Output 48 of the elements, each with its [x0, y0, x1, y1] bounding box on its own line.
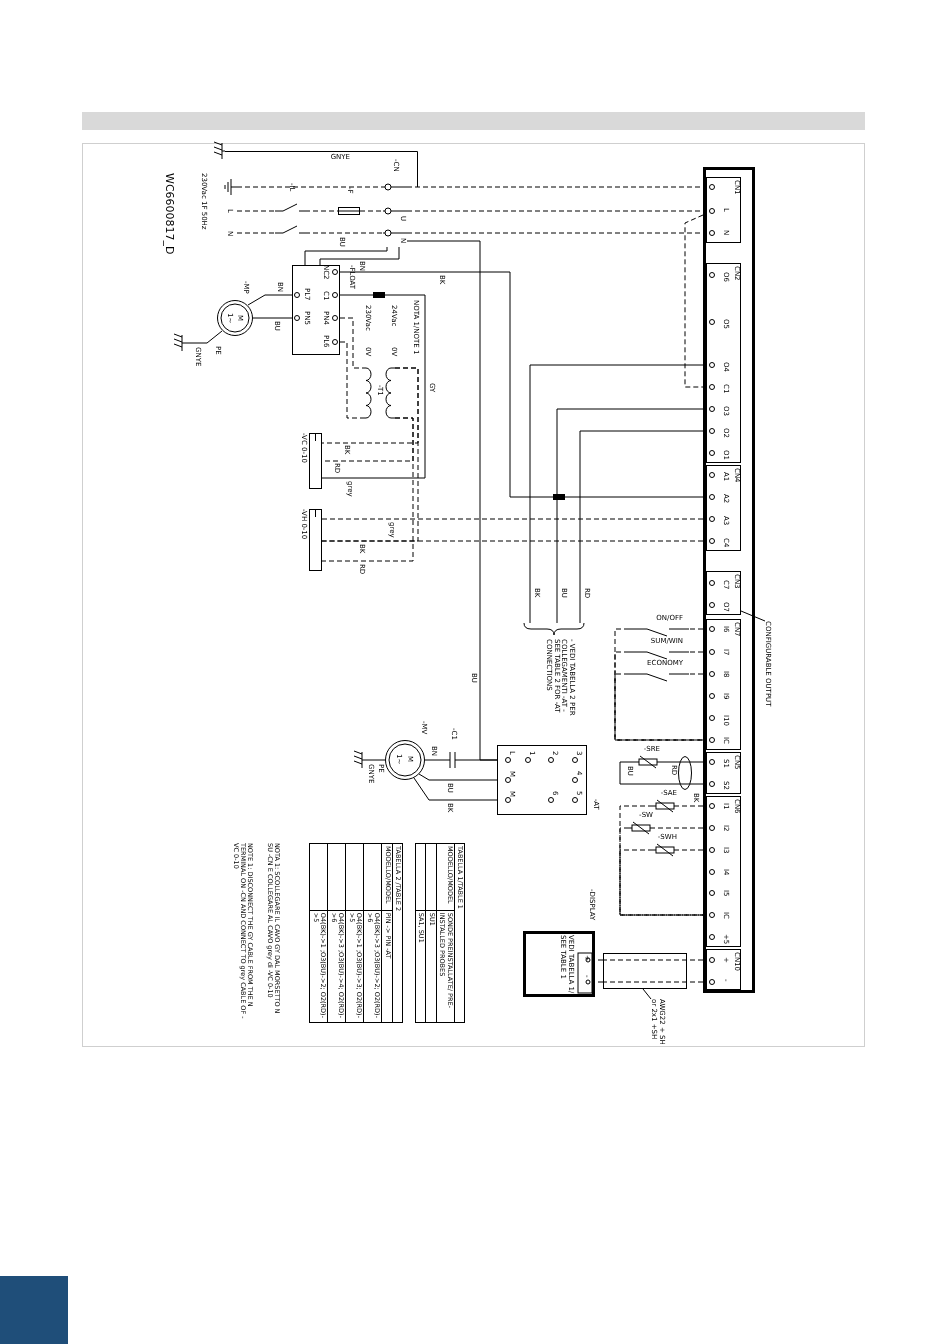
- wire: [529, 364, 704, 624]
- connector-block: [706, 263, 741, 463]
- wire: [304, 232, 384, 234]
- wire: [236, 210, 276, 212]
- controller-board: [703, 167, 755, 993]
- wire: [319, 246, 400, 266]
- wire: [460, 759, 498, 761]
- wire: [556, 408, 704, 624]
- connector-block: [706, 949, 741, 990]
- wire: [339, 271, 704, 498]
- wire: [413, 777, 498, 801]
- wire: [359, 210, 384, 212]
- wire: [247, 294, 293, 306]
- wire: [321, 540, 704, 542]
- wire: [579, 430, 704, 624]
- wire: [252, 317, 293, 319]
- connector-block: [706, 796, 741, 947]
- wire: [676, 849, 704, 851]
- leader-line: [740, 610, 766, 622]
- wire: [688, 651, 704, 653]
- wire: [321, 417, 414, 562]
- cable-sheath: [603, 953, 687, 989]
- wire: [684, 214, 704, 388]
- wire: [304, 246, 388, 266]
- wire: [321, 518, 704, 520]
- wire: [688, 628, 704, 630]
- wire: [688, 673, 704, 675]
- wire: [614, 628, 704, 741]
- wire: [321, 294, 426, 479]
- wire: [619, 849, 704, 916]
- connector-block: [706, 619, 741, 750]
- wire: [652, 827, 704, 829]
- wire: [614, 651, 704, 741]
- connector-block: [706, 465, 741, 551]
- wire: [619, 761, 704, 785]
- connector-block: [706, 571, 741, 615]
- wire: [659, 761, 704, 763]
- wire: [236, 186, 384, 188]
- wire: [676, 805, 704, 807]
- connector-block: [706, 177, 741, 243]
- wire: [424, 759, 445, 761]
- connector-block: [706, 752, 741, 794]
- wire: [236, 232, 276, 234]
- wire: [418, 773, 498, 781]
- drawing-number: WC6600817_D: [162, 173, 175, 255]
- wire: [304, 210, 339, 212]
- wire: [339, 341, 363, 419]
- leader-line: [642, 988, 652, 1000]
